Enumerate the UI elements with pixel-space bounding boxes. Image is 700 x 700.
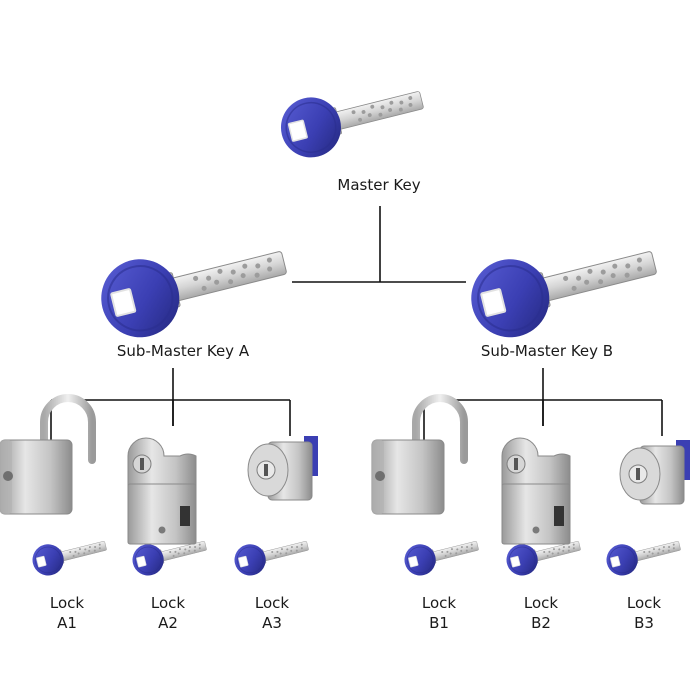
lock-b2-half-cylinder-icon [501, 437, 571, 545]
master-key-label: Master Key [337, 176, 421, 194]
lock-b1-padlock-icon [371, 394, 468, 515]
lock-a3-label: Lock A3 [242, 593, 302, 633]
cylinder-cam [554, 506, 564, 526]
lock-word: Lock [49, 594, 85, 612]
sub-master-b-key-icon [470, 225, 665, 347]
lock-word: Lock [150, 594, 186, 612]
cylinder-keyway [514, 458, 518, 470]
padlock-body [0, 439, 73, 515]
sub-master-a-key-icon [100, 225, 295, 347]
lock-code: A2 [158, 614, 178, 632]
cylinder-screw-hole [532, 526, 540, 534]
lock-word: Lock [523, 594, 559, 612]
lock-word: Lock [626, 594, 662, 612]
lock-code: A1 [57, 614, 77, 632]
lock-code: B2 [531, 614, 551, 632]
lock-word: Lock [421, 594, 457, 612]
sub-master-key-a-label: Sub-Master Key A [116, 342, 250, 360]
lock-b3-cam-lock-icon [619, 440, 690, 505]
lock-a3-key-icon [234, 530, 312, 580]
sub-master-key-b-label: Sub-Master Key B [480, 342, 614, 360]
cam-lock-keyway [264, 464, 268, 476]
lock-b1-label: Lock B1 [409, 593, 469, 633]
cylinder-body [501, 483, 571, 545]
lock-word: Lock [254, 594, 290, 612]
lock-b2-label: Lock B2 [511, 593, 571, 633]
padlock-shackle [412, 394, 468, 464]
padlock-shackle [40, 394, 96, 464]
lock-a2-label: Lock A2 [138, 593, 198, 633]
lock-code: B3 [634, 614, 654, 632]
padlock-keyhole [3, 471, 13, 481]
lock-a1-label: Lock A1 [37, 593, 97, 633]
cylinder-cam [180, 506, 190, 526]
master-key-icon [280, 70, 430, 165]
lock-a3-cam-lock-icon [247, 436, 318, 501]
lock-b3-label: Lock B3 [614, 593, 674, 633]
lock-b1-key-icon [404, 530, 482, 580]
lock-code: B1 [429, 614, 449, 632]
cylinder-screw-hole [158, 526, 166, 534]
cam-lock-keyway [636, 468, 640, 480]
lock-a2-half-cylinder-icon [127, 437, 197, 545]
lock-code: A3 [262, 614, 282, 632]
cylinder-body [127, 483, 197, 545]
lock-a1-padlock-icon [0, 394, 96, 515]
padlock-keyhole [375, 471, 385, 481]
lock-a1-key-icon [32, 530, 110, 580]
lock-b3-key-icon [606, 530, 684, 580]
cylinder-keyway [140, 458, 144, 470]
